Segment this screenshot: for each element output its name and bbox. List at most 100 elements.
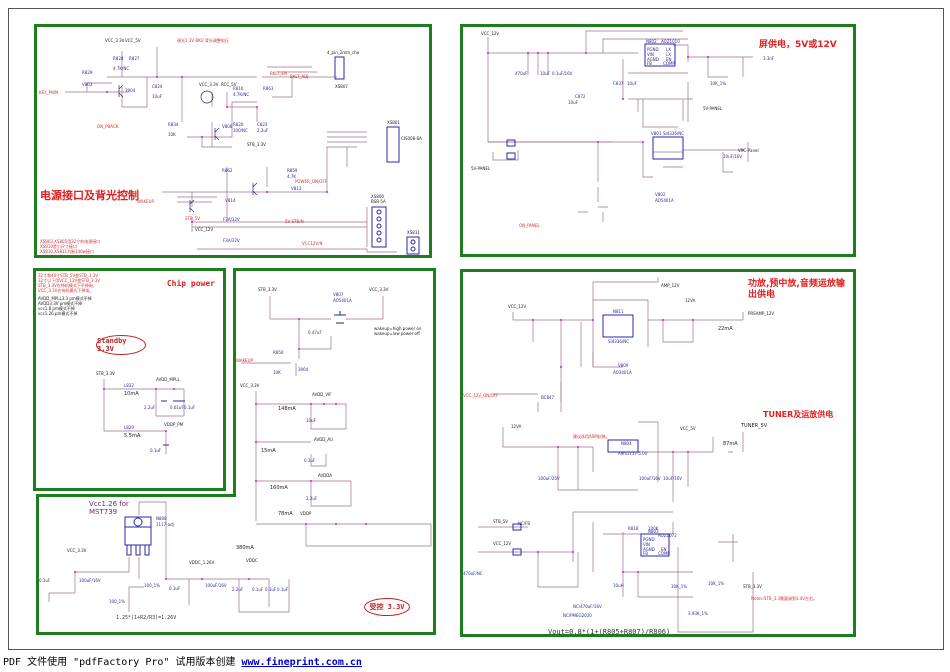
net-preamp-12v: PREAMP_12V [748,311,775,316]
component-c824: C824 [152,84,163,89]
page-border [8,8,944,650]
ic-pin-fb: FB [647,61,653,66]
component-r828-value: 4.7K/NC [113,66,130,71]
ic-n803-pin-pgnd: PGND [643,537,655,542]
panel-panel-power: 屏供电，5V或12V VCC_12V 5V-PANEL 5V-P [460,24,856,257]
component-c833-value: 3.3nF [763,56,775,61]
inductor-l802: C837 [613,81,624,86]
component-r810-value: 10K_1% [710,81,727,86]
tuner-note: 建议选用ASM封装。 [573,434,610,439]
connector-xs811-ref: XS811 [407,230,420,235]
component-c856-value: 0.1uF [304,458,316,463]
component-c836-value: 10uF/16V [723,154,743,159]
component-v808: V808 [222,124,233,129]
panel-power-backlight: KEY_PWM ON_PBACK WAKEUP STB_5V VCC_12V V… [34,24,432,258]
controlled-33v-wiring [241,296,432,547]
component-c883-value: 0.1uF [150,448,162,453]
net-vcc-33v: VCC_3.3V [369,287,389,292]
component-r805-value: 30K_1% [671,584,688,589]
net-stb-33v: STB_3.3V [743,584,762,589]
component-c874-value: 0.1uF [184,405,196,410]
net-stb-33v: STB_3.3V [258,287,277,292]
chip-note-red-2: 32寸以下用VCC_12V变STB_3.3V [38,278,101,283]
net-rcc-5v: RCC_5V [221,82,237,87]
net-12va: 12VA [685,298,696,303]
connector-xs807 [334,56,345,80]
wakeup-note-2: wakeup=low power off [374,331,420,336]
chip-note-red-3: STB_3.3V在待机模式下不掉电, [38,283,95,288]
chip-note-red-1: 32寸和40寸STB_5V变STB_3.3V [38,273,99,278]
mosfet-v802-value: AO5401A [655,198,674,203]
component-r820: R820 [233,122,244,127]
component-r818-value: 100K [648,526,659,531]
regulator-n804-value: AMS1117-5.0V [618,451,648,456]
component-c844-value: 0.1uF [169,586,181,591]
current-148ma: 148mA [278,406,296,412]
chip-power-wiring [103,379,185,454]
backlight-annotation: 调光1.3V BKU 背光调整电压 [177,38,229,43]
ic-pin-vin: VIN [647,52,654,57]
vout-formula: Vout=0.8*(1+(R805+R807)/R806) [548,628,671,636]
current-55ma: 5.5mA [124,433,141,439]
component-r852-value: 100_1% [144,583,160,588]
diode-vd811-value: 10uF [568,100,578,105]
regulator-n804-ref: N804 [621,441,632,446]
net-wakeup: WAKEUP [137,199,154,204]
component-r816: R816 [233,86,244,91]
component-c824-value: 10uF [152,94,162,99]
panel-title-power-backlight: 电源接口及背光控制 [40,189,139,202]
component-r834: R834 [168,122,179,127]
component-v812: 3904 [298,367,309,372]
panel-audio-tuner-stb: 功放,预中放,音频运放输出供电 TUNER及运放供电 [460,269,856,637]
component-c866-value: NC/470uF/16V [573,604,602,609]
component-v814: V814 [225,198,236,203]
net-5v-panel: 5V-PANEL [703,106,723,111]
ic-pin-lx2: LX [666,52,671,57]
connector-xs801-ref: XS801 [387,120,400,125]
inductor-l802-value: 10uF [627,81,637,86]
panel-controlled-33v: STB_3.3V VCC_3.3V WAKEUP V807 AO5401A wa… [233,268,436,635]
net-vcc-33v: VCC_3.3V [67,548,87,553]
net-vddp: VDDP [300,511,312,516]
net-on-pback: ON_PBACK [97,124,119,129]
net-bklt-en: BKLT_EN [270,71,288,76]
connector-xs807-ref: XS807 [335,84,348,89]
connector-xs801-label: CIS008-6A [401,136,422,141]
net-vcc-5v: VCC_5V [125,38,141,43]
net-5v-stbn: 5V-STB/N [285,219,304,224]
net-stb-33v: STB_3.3V [96,371,115,376]
current-78ma: 78mA [278,511,293,517]
net-vcc-12v: VCC_12V [508,304,527,309]
net-vcc-12v: VCC_12V [195,227,214,232]
footer-link[interactable]: www.fineprint.com.cn [241,657,362,668]
current-160ma: 160mA [270,485,288,491]
panel-power-wiring [487,30,753,222]
panel-vcc126: Vcc1.26 for MST739 N808 1117-adj VCC_3.3… [36,494,290,635]
regulator-n808-ref: N808 [156,516,167,521]
component-r863: R863 [263,86,274,91]
ic-n803-ref: N803 [648,529,659,534]
component-c845-value: 2.2uF [232,587,244,592]
component-l831: NC/FB [518,521,531,526]
ic-n803-pin-fb: FB [643,551,649,556]
ic-n811-ref: N811 [613,309,624,314]
component-c876-value: 470uF/NC [463,571,483,576]
controlled-33v-oval: 受控 3.3V [364,598,410,616]
component-c842-value: 100uF/16V [79,578,101,583]
component-r820-value: 100/NC [233,128,248,133]
component-v813: V813 [291,186,302,191]
component-r829: R829 [82,70,93,75]
component-c852: 0.47uF [308,330,322,335]
mosfet-v807-value: AO5401A [333,298,352,303]
ic-pin-lx1: LX [666,47,671,52]
net-5v-panel-2: 5V-PANEL [471,166,491,171]
transistor-v815: BC847 [541,395,555,400]
chip-note-red-4: VCC_3.3V在待机模式下掉电。 [38,288,94,293]
switch-v801-value: SI4336/NC [663,131,685,136]
ic-n803-pin-en: EN [661,547,667,552]
ic-n802-ref: N802 [646,39,657,44]
net-vcc-33v: VCC_3.3V [105,38,125,43]
net-vcc-panel: VCC-Panel [738,148,759,153]
current-15ma: 15mA [261,448,276,454]
component-c867-value: 10uF [306,418,316,423]
